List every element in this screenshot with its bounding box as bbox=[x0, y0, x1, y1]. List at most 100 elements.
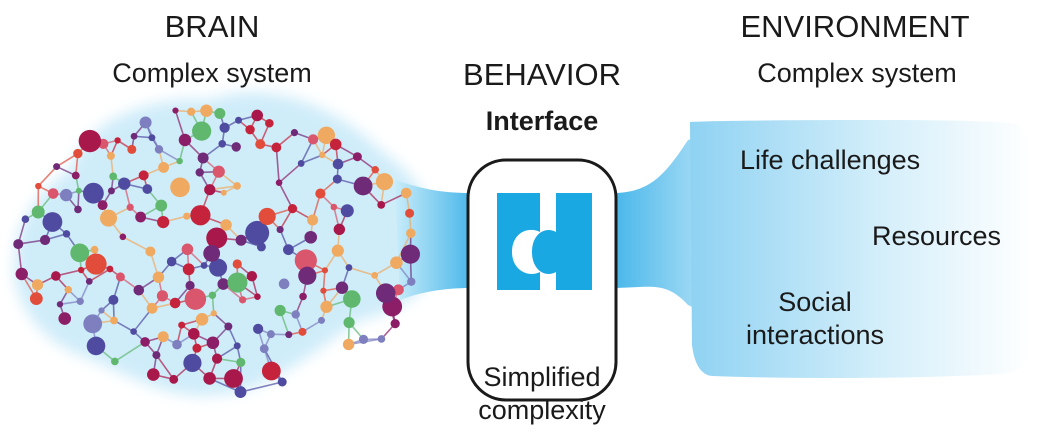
network-node bbox=[220, 219, 231, 230]
network-node bbox=[179, 134, 191, 146]
network-node bbox=[157, 290, 168, 301]
environment-item-resources: Resources bbox=[872, 221, 1032, 251]
environment-item-interactions: interactions bbox=[730, 320, 900, 350]
network-node bbox=[170, 298, 181, 309]
network-node bbox=[169, 375, 178, 384]
network-node bbox=[51, 271, 61, 281]
network-node bbox=[192, 344, 201, 353]
network-node bbox=[253, 324, 263, 334]
network-node bbox=[65, 286, 72, 293]
network-node bbox=[401, 188, 412, 199]
environment-title: ENVIRONMENT bbox=[705, 10, 1005, 44]
network-node bbox=[299, 293, 307, 301]
network-node bbox=[201, 262, 208, 269]
network-node bbox=[271, 143, 281, 153]
network-node bbox=[254, 293, 261, 300]
network-node bbox=[118, 177, 130, 189]
network-node bbox=[376, 173, 393, 190]
network-node bbox=[239, 296, 246, 303]
network-node bbox=[170, 178, 190, 198]
network-node bbox=[285, 331, 292, 338]
network-node bbox=[196, 168, 204, 176]
network-node bbox=[43, 212, 63, 232]
network-node bbox=[291, 129, 298, 136]
network-node bbox=[172, 107, 178, 113]
network-node bbox=[255, 139, 265, 149]
network-node bbox=[346, 264, 353, 271]
network-node bbox=[91, 246, 99, 254]
network-node bbox=[372, 166, 379, 173]
network-node bbox=[152, 351, 160, 359]
network-node bbox=[108, 187, 115, 194]
network-node bbox=[98, 200, 108, 210]
network-node bbox=[267, 330, 275, 338]
network-node bbox=[172, 340, 182, 350]
environment-item-life-challenges: Life challenges bbox=[740, 145, 980, 175]
network-node bbox=[140, 337, 150, 347]
brain-title: BRAIN bbox=[122, 10, 302, 44]
network-node bbox=[98, 307, 104, 313]
network-node bbox=[127, 204, 134, 211]
network-node bbox=[298, 160, 305, 167]
network-node bbox=[167, 257, 177, 267]
network-node bbox=[288, 204, 297, 213]
network-node bbox=[183, 354, 201, 372]
network-node bbox=[183, 213, 190, 220]
network-node bbox=[107, 266, 114, 273]
network-node bbox=[107, 152, 115, 160]
network-node bbox=[149, 134, 156, 141]
interface-label: Interface bbox=[452, 106, 632, 136]
network-node bbox=[147, 368, 160, 381]
network-node bbox=[145, 246, 155, 256]
environment-item-social: Social bbox=[730, 287, 900, 317]
network-node bbox=[192, 122, 211, 141]
network-node bbox=[298, 328, 306, 336]
network-node bbox=[331, 204, 338, 211]
network-node bbox=[304, 231, 317, 244]
network-node bbox=[108, 295, 118, 305]
network-node bbox=[391, 319, 400, 328]
network-node bbox=[233, 259, 242, 268]
network-node bbox=[221, 190, 227, 196]
network-node bbox=[322, 267, 328, 273]
network-node bbox=[320, 288, 326, 294]
network-node bbox=[182, 244, 194, 256]
network-node bbox=[224, 322, 232, 330]
network-node bbox=[35, 183, 41, 189]
network-node bbox=[76, 188, 82, 194]
network-node bbox=[353, 152, 362, 161]
network-node bbox=[341, 204, 354, 217]
network-node bbox=[257, 242, 266, 251]
network-node bbox=[235, 386, 247, 398]
complexity-label: complexity bbox=[452, 395, 632, 425]
network-node bbox=[278, 378, 287, 387]
network-node bbox=[158, 162, 169, 173]
network-node bbox=[378, 335, 386, 343]
simplified-label: Simplified bbox=[452, 362, 632, 392]
network-node bbox=[217, 278, 229, 290]
network-node bbox=[63, 230, 70, 237]
network-node bbox=[40, 235, 50, 245]
network-node bbox=[53, 163, 60, 170]
network-node bbox=[203, 372, 216, 385]
network-node bbox=[188, 328, 200, 340]
network-node bbox=[406, 229, 415, 238]
network-node bbox=[227, 272, 247, 292]
network-node bbox=[234, 342, 241, 349]
network-node bbox=[187, 108, 195, 116]
network-node bbox=[178, 322, 185, 329]
network-node bbox=[245, 125, 254, 134]
network-node bbox=[198, 152, 209, 163]
network-node bbox=[333, 159, 344, 170]
network-node bbox=[277, 226, 284, 233]
network-node bbox=[60, 189, 72, 201]
network-node bbox=[30, 292, 43, 305]
network-node bbox=[319, 152, 325, 158]
network-node bbox=[157, 216, 169, 228]
network-node bbox=[83, 314, 102, 333]
network-node bbox=[120, 234, 127, 241]
network-node bbox=[315, 188, 325, 198]
network-node bbox=[73, 149, 82, 158]
network-node bbox=[298, 267, 316, 285]
